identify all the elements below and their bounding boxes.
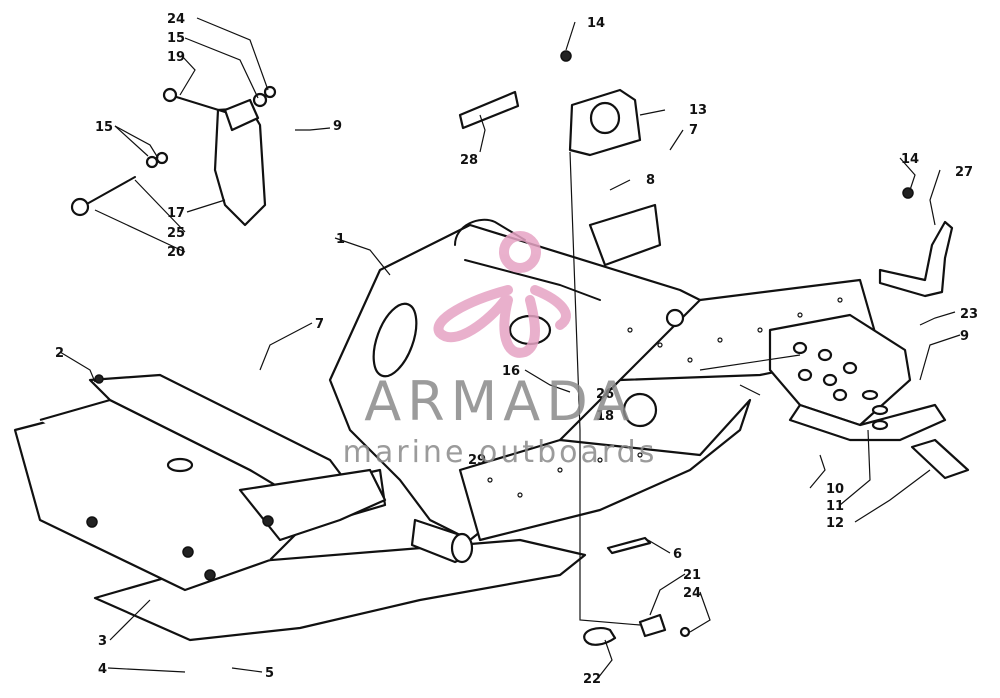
- callout-labels: 24 15 19 15 9 17 25 20 14 13 7 8 28 1 7 …: [55, 12, 978, 687]
- leader-lines: [59, 17, 961, 679]
- callout-26: 27: [955, 165, 973, 180]
- callout-23: 24: [683, 586, 701, 601]
- front-suspension-frame: [13, 373, 474, 592]
- chassis-frame: [93, 203, 882, 642]
- armada-logo-icon: [433, 231, 571, 358]
- callout-27: 23: [960, 307, 978, 322]
- callout-14: 14: [901, 152, 919, 167]
- callout-9: 9: [960, 329, 969, 344]
- callout-7: 7: [689, 123, 698, 138]
- callout-19: 19: [167, 50, 185, 65]
- callout-4: 4: [98, 662, 107, 677]
- upper-bracket: [458, 50, 642, 157]
- steering-bracket: [70, 85, 277, 227]
- callout-24: 25: [167, 226, 185, 241]
- callout-10: 10: [826, 482, 844, 497]
- callout-29: 29: [468, 453, 486, 468]
- callout-5: 5: [265, 666, 274, 681]
- callout-15: 15: [95, 120, 113, 135]
- handle: [878, 187, 954, 298]
- callout-25: 26: [596, 387, 614, 402]
- callout-1: 1: [336, 232, 345, 247]
- callout-11: 11: [826, 499, 844, 514]
- callout-14: 14: [587, 16, 605, 31]
- watermark-tagline: marine outboards: [343, 435, 658, 470]
- callout-8: 8: [646, 173, 655, 188]
- callout-17: 17: [167, 206, 185, 221]
- callout-28: 28: [460, 153, 478, 168]
- callout-22: 22: [583, 672, 601, 687]
- callout-20: 20: [167, 245, 185, 260]
- callout-13: 13: [689, 103, 707, 118]
- footrest-assembly: [768, 313, 970, 480]
- callout-2: 2: [55, 346, 64, 361]
- callout-16: 16: [502, 364, 520, 379]
- watermark: ARMADA marine outboards: [343, 231, 658, 470]
- watermark-name: ARMADA: [364, 370, 636, 433]
- callout-21: 21: [683, 568, 701, 583]
- small-hardware: [583, 536, 691, 646]
- callout-9: 9: [333, 119, 342, 134]
- callout-7: 7: [315, 317, 324, 332]
- callout-24: 24: [167, 12, 185, 27]
- callout-18: 18: [596, 409, 614, 424]
- callout-15: 15: [167, 31, 185, 46]
- callout-3: 3: [98, 634, 107, 649]
- callout-12: 12: [826, 516, 844, 531]
- callout-6: 6: [673, 547, 682, 562]
